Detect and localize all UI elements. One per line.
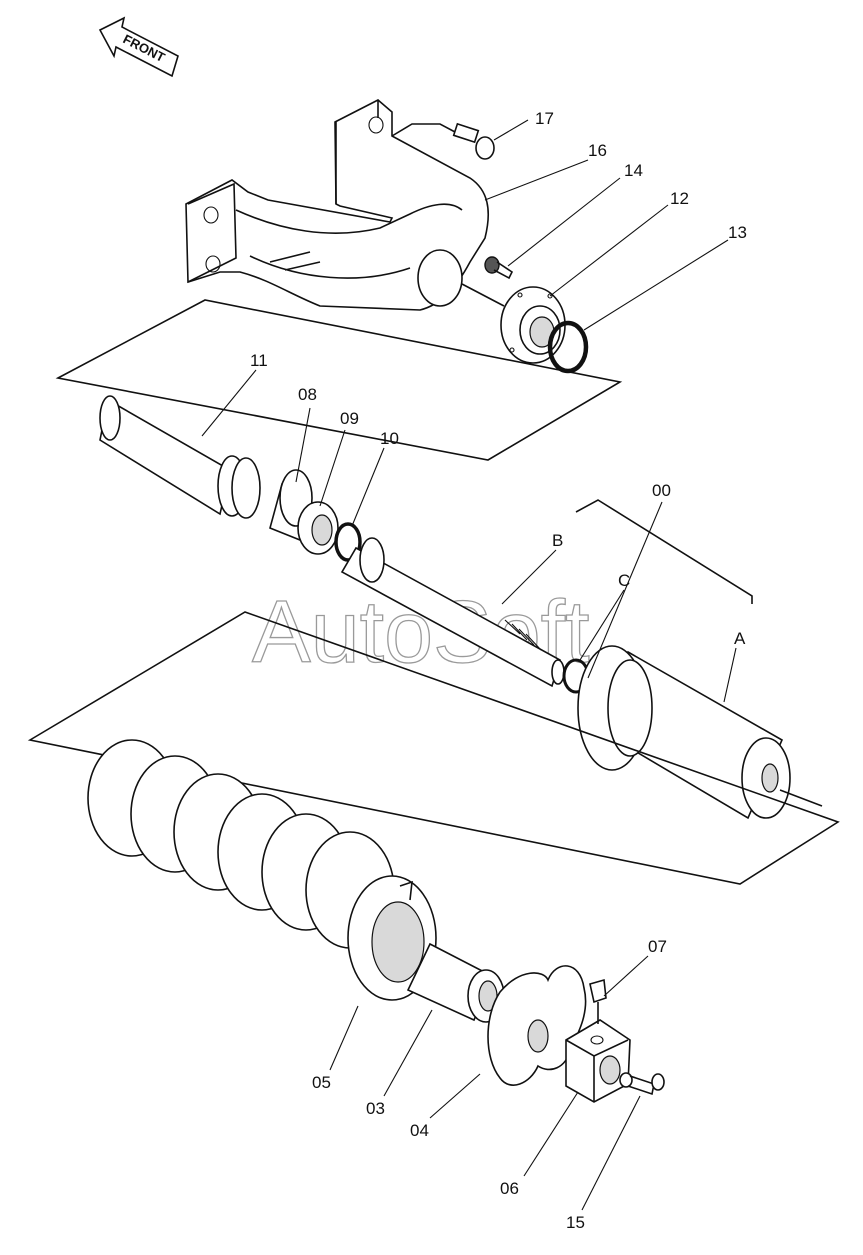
flange-part-12: [461, 283, 566, 364]
label-07: 07: [648, 937, 667, 956]
label-06: 06: [500, 1179, 519, 1198]
bracket-part: [185, 99, 490, 311]
label-13: 13: [728, 223, 747, 242]
ring-part-10: [334, 522, 362, 562]
plate-part-04: [487, 965, 587, 1086]
leader-lines: [201, 119, 737, 1211]
label-08: 08: [298, 385, 317, 404]
label-16: 16: [588, 141, 607, 160]
label-03: 03: [366, 1099, 385, 1118]
bolt-part-14: [484, 256, 514, 280]
label-09: 09: [340, 409, 359, 428]
assembly-frame-AB: [575, 499, 753, 604]
assembly-frame-lower: [27, 611, 840, 885]
label-A: A: [734, 629, 746, 648]
label-12: 12: [670, 189, 689, 208]
front-label: FRONT: [121, 31, 168, 65]
label-05: 05: [312, 1073, 331, 1092]
grease-fitting-part-15: [619, 1072, 665, 1096]
label-14: 14: [624, 161, 643, 180]
cylinder-part-A: [577, 645, 823, 820]
label-15: 15: [566, 1213, 585, 1232]
part-labels: 17 16 14 12 13 11 08 09 10 00 B C A 07 0…: [250, 109, 747, 1232]
label-B: B: [552, 531, 563, 550]
rod-part-B: [340, 537, 565, 688]
bolt-part-17: [391, 122, 495, 160]
spring-part-05: [87, 739, 437, 1001]
seal-part-09: [297, 501, 339, 555]
label-17: 17: [535, 109, 554, 128]
shaft-part-11: [99, 395, 261, 519]
plug-part-07: [589, 978, 607, 1024]
label-11: 11: [250, 351, 268, 370]
label-10: 10: [380, 429, 399, 448]
label-04: 04: [410, 1121, 429, 1140]
front-arrow-icon: FRONT: [98, 16, 179, 78]
label-C: C: [618, 571, 630, 590]
label-00: 00: [652, 481, 671, 500]
block-part-06: [565, 1019, 631, 1103]
